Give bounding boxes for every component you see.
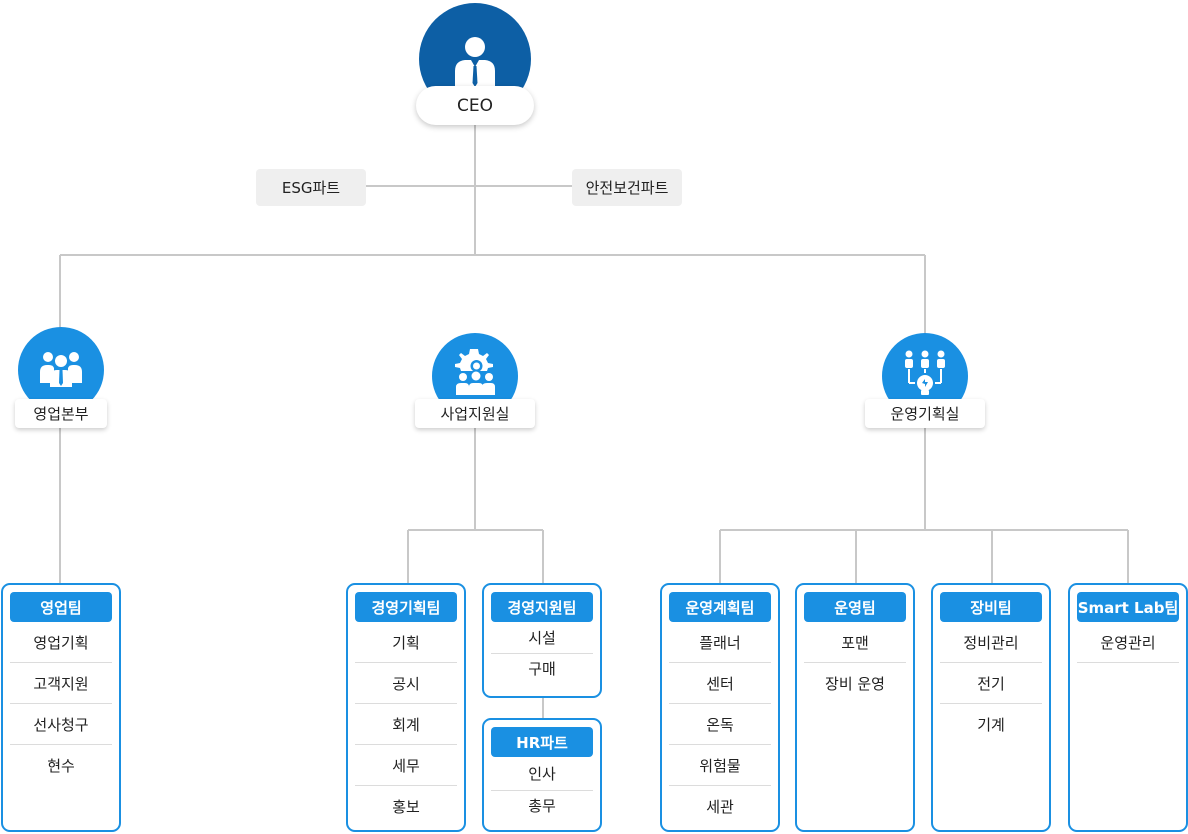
team-title-mgmt-support[interactable]: 경영지원팀 [491,592,593,622]
list-item[interactable]: 기계 [977,715,1005,734]
team-box-sales: 영업팀 영업기획 고객지원 선사청구 현수 [1,583,121,832]
team-items-mgmt-support: 시설 구매 [491,622,593,682]
list-item[interactable]: 센터 [669,663,771,704]
team-title-sales[interactable]: 영업팀 [10,592,112,622]
team-items-mgmt-planning: 기획 공시 회계 세무 홍보 [355,622,457,826]
list-item[interactable]: 공시 [355,663,457,704]
team-title-equipment[interactable]: 장비팀 [940,592,1042,622]
list-item[interactable]: 시설 [491,622,593,654]
list-item[interactable]: 회계 [355,704,457,745]
list-item[interactable]: 운영관리 [1077,622,1179,663]
team-title-mgmt-planning[interactable]: 경영기획팀 [355,592,457,622]
team-box-equipment: 장비팀 정비관리 전기 기계 [931,583,1051,832]
list-item[interactable]: 세관 [706,797,734,816]
list-item[interactable]: 고객지원 [10,663,112,704]
list-item[interactable]: 선사청구 [10,704,112,745]
team-items-sales: 영업기획 고객지원 선사청구 현수 [10,622,112,785]
team-title-smartlab[interactable]: Smart Lab팀 [1077,592,1179,622]
team-items-ops-planning: 플래너 센터 온독 위험물 세관 [669,622,771,826]
list-item[interactable]: 장비 운영 [825,674,885,693]
sales-division-circle [18,327,104,413]
team-box-ops-planning: 운영계획팀 플래너 센터 온독 위험물 세관 [660,583,780,832]
list-item[interactable]: 인사 [491,757,593,791]
team-items-hr: 인사 총무 [491,757,593,819]
person-icon [455,37,495,87]
list-item[interactable]: 구매 [528,659,556,678]
list-item[interactable]: 포맨 [804,622,906,663]
team-box-mgmt-support: 경영지원팀 시설 구매 [482,583,602,698]
list-item[interactable]: 정비관리 [940,622,1042,663]
team-items-smartlab: 운영관리 [1077,622,1179,663]
gear-people-icon [455,349,495,395]
team-box-hr: HR파트 인사 총무 [482,718,602,832]
team-title-ops[interactable]: 운영팀 [804,592,906,622]
team-items-ops: 포맨 장비 운영 [804,622,906,703]
division-label-sales[interactable]: 영업본부 [15,399,107,428]
list-item[interactable]: 홍보 [392,797,420,816]
team-title-ops-planning[interactable]: 운영계획팀 [669,592,771,622]
list-item[interactable]: 영업기획 [10,622,112,663]
list-item[interactable]: 총무 [528,796,556,815]
team-items-equipment: 정비관리 전기 기계 [940,622,1042,744]
list-item[interactable]: 현수 [47,756,75,775]
team-title-hr[interactable]: HR파트 [491,727,593,757]
ceo-label[interactable]: CEO [416,86,534,125]
people-group-icon [40,352,82,387]
team-box-mgmt-planning: 경영기획팀 기획 공시 회계 세무 홍보 [346,583,466,832]
list-item[interactable]: 전기 [940,663,1042,704]
list-item[interactable]: 위험물 [669,745,771,786]
division-label-support[interactable]: 사업지원실 [415,399,535,428]
safety-part-box[interactable]: 안전보건파트 [572,169,682,206]
list-item[interactable]: 세무 [355,745,457,786]
team-box-smartlab: Smart Lab팀 운영관리 [1068,583,1188,832]
idea-people-icon [905,350,945,395]
team-box-ops: 운영팀 포맨 장비 운영 [795,583,915,832]
list-item[interactable]: 플래너 [669,622,771,663]
esg-part-box[interactable]: ESG파트 [256,169,366,206]
list-item[interactable]: 온독 [669,704,771,745]
list-item[interactable]: 기획 [355,622,457,663]
division-label-ops[interactable]: 운영기획실 [865,399,985,428]
